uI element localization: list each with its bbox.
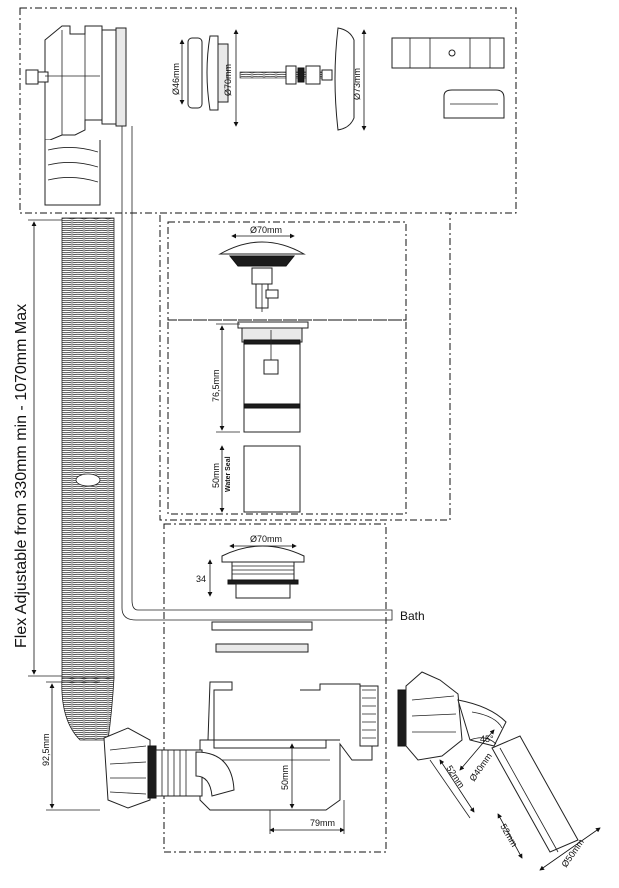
popup-inner-frame-bottom — [167, 319, 407, 515]
dim-52-a: 52mm — [429, 759, 475, 819]
dim-92-5: 92,5mm — [41, 681, 100, 811]
popup-cap: Ø70mm — [218, 225, 306, 267]
angle-45-label: 45° — [480, 734, 494, 744]
water-seal-body: 50mm Water Seal — [211, 445, 301, 513]
popup-assembly-frame — [159, 212, 451, 521]
flex-adjustable-label: Flex Adjustable from 330mm min - 1070mm … — [13, 304, 30, 648]
threaded-rod — [239, 65, 333, 85]
waste-plug: Ø70mm 34 — [196, 534, 305, 599]
dim-50-seal: 50mm — [211, 463, 221, 488]
popup-body: 76,5mm — [211, 321, 309, 433]
dim-50-trap-label: 50mm — [280, 765, 290, 790]
dim-dia-70-top: Ø70mm — [223, 64, 233, 96]
dim-34: 34 — [196, 574, 206, 584]
overflow-plate-73: Ø73mm — [334, 27, 367, 131]
trap-body — [199, 681, 379, 811]
overflow-clip — [443, 89, 505, 119]
dim-76-5: 76,5mm — [211, 369, 221, 402]
dim-92-5-label: 92,5mm — [41, 733, 51, 766]
bath-washer-bottom — [215, 643, 309, 653]
dim-dia-70-waste: Ø70mm — [250, 534, 282, 544]
popup-spring-mechanism — [251, 267, 279, 312]
hose-nut — [103, 727, 157, 809]
water-seal-label: Water Seal — [225, 456, 232, 492]
overflow-head-side-view — [25, 25, 127, 206]
waste-assembly-frame — [163, 523, 387, 853]
flex-dimension: Flex Adjustable from 330mm min - 1070mm … — [13, 219, 62, 677]
outlet-adapter — [397, 671, 507, 761]
dim-50-trap: 50mm — [280, 743, 295, 809]
overflow-connector — [391, 37, 505, 69]
dim-79-label: 79mm — [310, 818, 335, 828]
dim-dia-70-popup: Ø70mm — [250, 225, 282, 235]
dim-79: 79mm — [269, 800, 345, 834]
dim-52-b: 52mm — [497, 813, 523, 859]
dim-dia-73: Ø73mm — [352, 68, 362, 100]
dim-dia-46: Ø46mm — [171, 63, 181, 95]
dim-52-b-label: 52mm — [498, 822, 519, 849]
overflow-cover-70: Ø70mm — [206, 29, 239, 127]
overflow-pipe — [121, 126, 393, 621]
flexible-hose — [61, 217, 115, 741]
bath-washer-top — [211, 621, 313, 631]
trap-outlet — [155, 749, 235, 797]
overflow-cover-46: Ø46mm — [171, 37, 203, 109]
bath-label: Bath — [400, 609, 425, 623]
popup-inner-frame-top — [167, 221, 407, 321]
